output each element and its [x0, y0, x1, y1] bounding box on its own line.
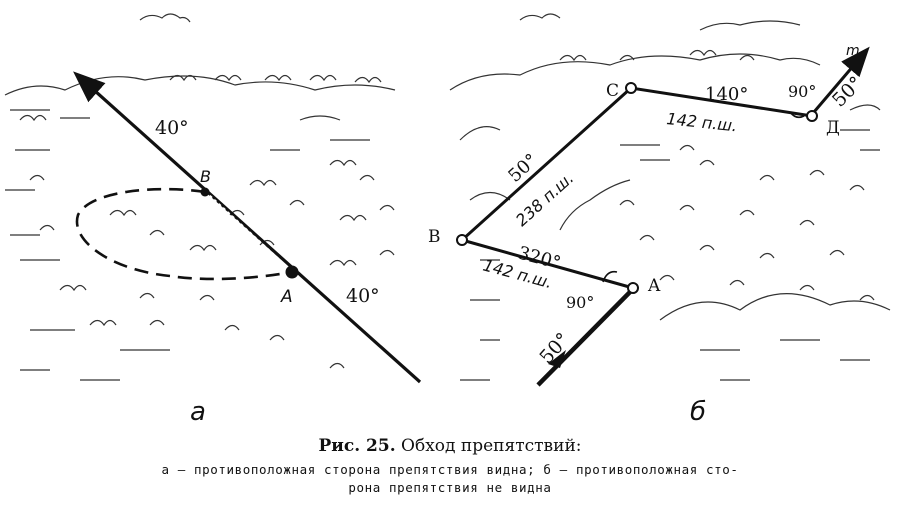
approach-arrow	[536, 290, 632, 387]
exit-arrow	[812, 46, 870, 113]
point-a-a	[285, 265, 299, 279]
azimuth-bc-label: 50°	[504, 150, 542, 187]
azimuth-bottom-label: 40°	[346, 285, 380, 307]
obstacle-bypass-figure: 40° 40° B A а	[4, 13, 891, 427]
figure-caption-title: Рис. 25. Обход препятствий:	[0, 436, 900, 456]
right-angle-a-label: 90°	[566, 293, 594, 312]
steps-cd-label: 142 п.ш.	[666, 109, 739, 135]
azimuth-top-label: 40°	[155, 117, 189, 139]
panel-b-letter: б	[690, 397, 706, 427]
point-a-label-a: A	[280, 287, 293, 307]
right-angle-d-label: 90°	[788, 82, 816, 101]
point-a-b	[627, 282, 639, 294]
figure-caption-line1: а — противоположная сторона препятствия …	[161, 462, 739, 477]
approach-arrowhead	[548, 350, 566, 368]
point-a-label-b: A	[647, 276, 661, 296]
figure-caption-line2: рона препятствия не видна	[348, 480, 552, 495]
point-c-label-b: C	[606, 81, 619, 101]
azimuth-line-a	[73, 71, 422, 384]
approach-angle-label: 50°	[535, 329, 574, 369]
point-c-b	[625, 82, 637, 94]
point-d-b	[806, 110, 818, 122]
point-b-label-b: B	[428, 227, 441, 247]
right-angle-a	[602, 270, 618, 283]
azimuth-cd-label: 140°	[705, 84, 748, 105]
panel-b: A B C Д 320° 142 п.ш. 90° 50° 50° 238 п.…	[428, 13, 891, 427]
exit-marker-label: m	[846, 43, 860, 59]
panel-a-letter: а	[190, 397, 206, 427]
panel-b-terrain	[449, 13, 891, 381]
point-b-a	[200, 187, 210, 197]
figure-number: Рис. 25.	[318, 436, 396, 456]
figure-title: Обход препятствий:	[395, 436, 582, 456]
point-d-label-b: Д	[826, 118, 840, 138]
panel-a: 40° 40° B A а	[4, 13, 422, 427]
point-b-b	[456, 234, 468, 246]
obstacle-contour	[75, 187, 293, 281]
right-angle-d	[789, 111, 805, 119]
hatched-crossing	[203, 190, 294, 274]
traverse-path	[458, 86, 813, 290]
panel-a-terrain	[4, 13, 396, 381]
point-b-label-a: B	[200, 167, 211, 186]
